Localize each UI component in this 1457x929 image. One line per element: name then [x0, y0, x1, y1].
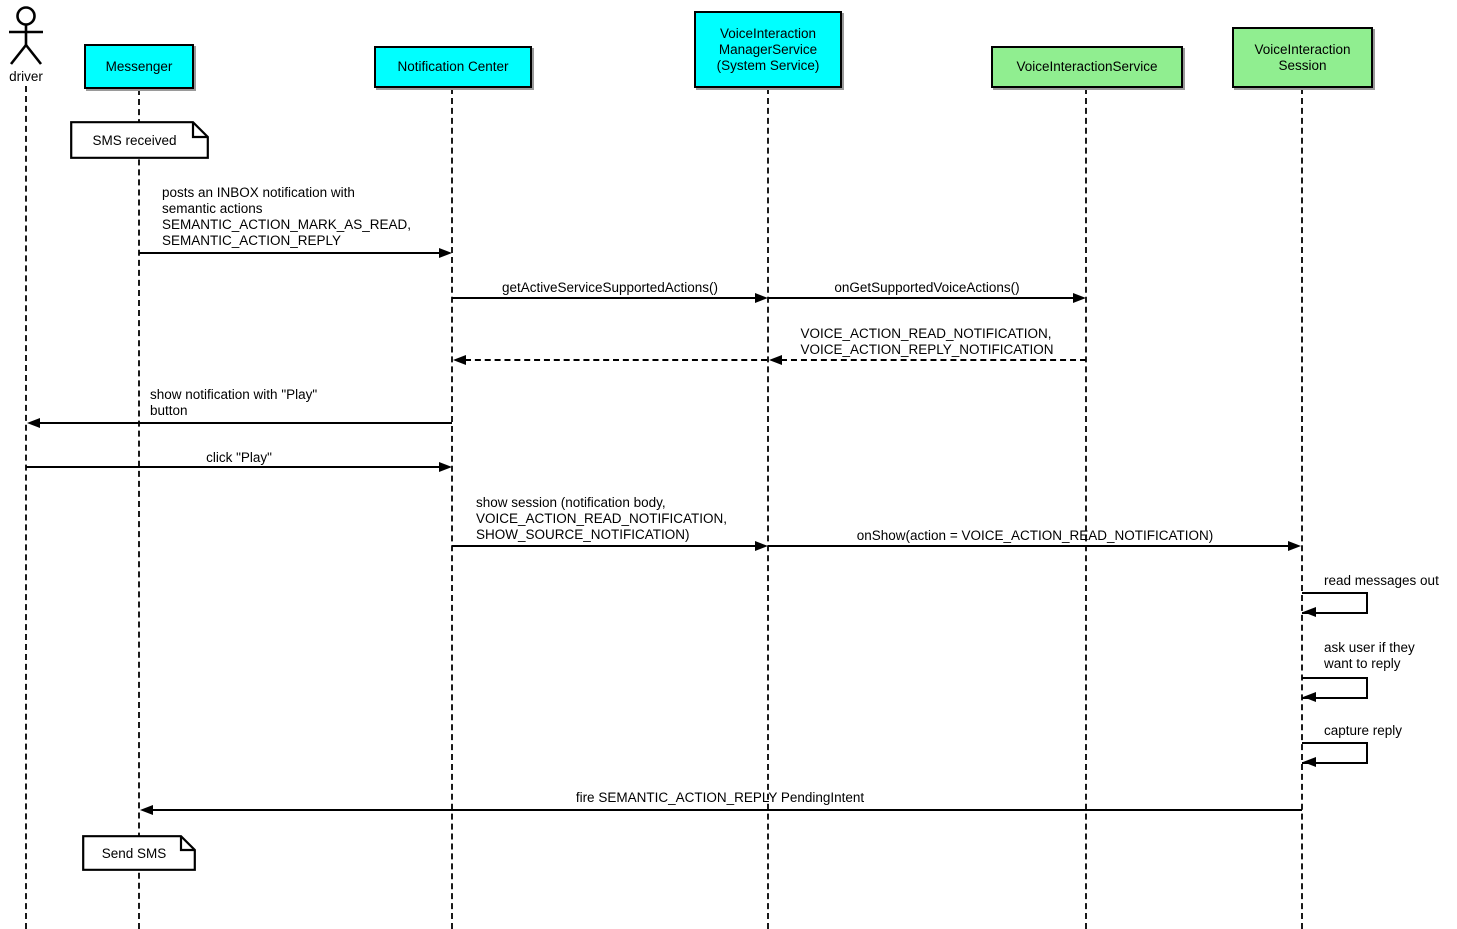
note-sms-received: SMS received	[70, 121, 209, 159]
arrowhead	[1073, 292, 1086, 303]
message-line	[139, 252, 441, 254]
message-line	[452, 545, 757, 547]
message-label: fire SEMANTIC_ACTION_REPLY PendingIntent	[575, 790, 865, 805]
lifeline-voice-interaction-manager-service	[767, 88, 769, 929]
arrowhead	[755, 540, 768, 551]
participant-messenger-label: Messenger	[105, 58, 173, 74]
arrowhead	[755, 292, 768, 303]
participant-voice-interaction-session: VoiceInteraction Session	[1232, 27, 1373, 88]
note-send-sms-text: Send SMS	[101, 845, 167, 861]
message-label-line: show notification with "Play"	[150, 387, 318, 402]
arrowhead	[439, 247, 452, 258]
message-label: posts an INBOX notification with semanti…	[162, 185, 411, 249]
message-label: click "Play"	[206, 450, 272, 465]
message-line	[26, 466, 441, 468]
message-label: show notification with "Play" button	[150, 387, 317, 419]
participant-voice-interaction-service: VoiceInteractionService	[991, 46, 1183, 88]
note-outline	[82, 835, 196, 871]
participant-vis-label: VoiceInteractionService	[1016, 59, 1158, 74]
self-message-loop	[1302, 592, 1368, 614]
lifeline-voice-interaction-service	[1085, 88, 1087, 929]
message-label-line: semantic actions	[162, 201, 263, 216]
self-message-label: capture reply	[1324, 723, 1403, 738]
message-label: onGetSupportedVoiceActions()	[834, 280, 1020, 295]
message-line	[39, 422, 452, 424]
message-label-line: VOICE_ACTION_READ_NOTIFICATION,	[476, 511, 728, 526]
participant-notification-center: Notification Center	[374, 46, 532, 88]
message-line	[768, 545, 1290, 547]
self-message-loop	[1302, 742, 1368, 764]
arrowhead	[140, 804, 153, 815]
note-sms-received-text: SMS received	[92, 132, 177, 148]
note-fold	[179, 836, 195, 852]
participant-vims-line1: VoiceInteraction	[719, 25, 817, 41]
participant-vims-line3: (System Service)	[716, 57, 820, 73]
message-label-line: SHOW_SOURCE_NOTIFICATION)	[476, 527, 690, 542]
note-send-sms: Send SMS	[82, 835, 196, 871]
message-label-line: show session (notification body,	[476, 495, 666, 510]
message-line	[152, 809, 1302, 811]
arrowhead	[1303, 756, 1316, 767]
message-label: onShow(action = VOICE_ACTION_READ_NOTIFI…	[856, 528, 1214, 543]
participant-notification-center-label: Notification Center	[397, 59, 509, 74]
arrowhead	[1303, 691, 1316, 702]
arrowhead	[27, 417, 40, 428]
actor-driver-icon	[0, 5, 52, 67]
self-message-label: ask user if they want to reply	[1324, 640, 1415, 672]
message-line	[768, 297, 1075, 299]
lifeline-driver	[25, 86, 27, 929]
message-label-line: ask user if they	[1324, 640, 1415, 655]
message-return-line	[781, 359, 1086, 361]
participant-session-line2: Session	[1278, 57, 1327, 73]
message-label-line: want to reply	[1324, 656, 1401, 671]
message-line	[452, 297, 757, 299]
message-label-line: SEMANTIC_ACTION_REPLY	[162, 233, 342, 248]
message-label-line: button	[150, 403, 188, 418]
participant-vims-line2: ManagerService	[718, 41, 818, 57]
note-fold	[191, 122, 208, 139]
participant-messenger: Messenger	[84, 44, 194, 89]
arrowhead	[453, 354, 466, 365]
lifeline-notification-center	[451, 88, 453, 929]
participant-voice-interaction-manager-service: VoiceInteraction ManagerService (System …	[694, 11, 842, 88]
self-message-label: read messages out	[1324, 573, 1439, 588]
message-label-line: posts an INBOX notification with	[162, 185, 355, 200]
arrowhead	[1303, 606, 1316, 617]
arrowhead	[769, 354, 782, 365]
arrowhead	[439, 461, 452, 472]
message-label: show session (notification body, VOICE_A…	[476, 495, 727, 543]
self-message-loop	[1302, 677, 1368, 699]
participant-session-line1: VoiceInteraction	[1254, 41, 1351, 57]
lifeline-voice-interaction-session	[1301, 88, 1303, 929]
message-label: VOICE_ACTION_READ_NOTIFICATION, VOICE_AC…	[800, 326, 1053, 358]
lifeline-messenger	[138, 89, 140, 929]
message-return-line	[465, 359, 767, 361]
note-outline	[70, 121, 209, 159]
actor-driver-label: driver	[9, 69, 43, 84]
message-label-line: VOICE_ACTION_READ_NOTIFICATION,	[800, 326, 1052, 341]
message-label-line: VOICE_ACTION_REPLY_NOTIFICATION	[800, 342, 1054, 357]
arrowhead	[1288, 540, 1301, 551]
message-label: getActiveServiceSupportedActions()	[501, 280, 719, 295]
message-label-line: SEMANTIC_ACTION_MARK_AS_READ,	[162, 217, 412, 232]
